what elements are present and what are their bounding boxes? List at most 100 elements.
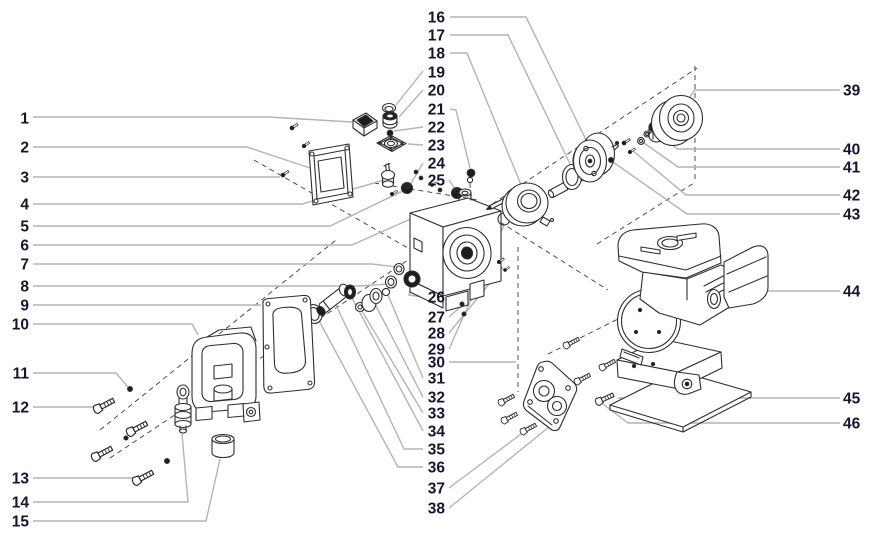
callout-label-42: 42 bbox=[843, 188, 860, 205]
callout-label-23: 23 bbox=[428, 138, 446, 155]
leader-line-38 bbox=[448, 426, 550, 509]
valve-cap bbox=[381, 102, 397, 114]
callout-label-40: 40 bbox=[843, 142, 860, 159]
leader-line-21 bbox=[449, 108, 471, 169]
leader-line-34 bbox=[350, 295, 424, 432]
dowel-pin-c bbox=[164, 458, 170, 464]
callout-label-29: 29 bbox=[428, 342, 446, 359]
callout-label-17: 17 bbox=[428, 28, 445, 45]
housing-pin-b bbox=[461, 311, 467, 317]
callout-label-36: 36 bbox=[428, 460, 446, 477]
callout-label-33: 33 bbox=[428, 406, 446, 423]
leader-line-1 bbox=[33, 116, 353, 123]
callout-label-41: 41 bbox=[843, 160, 861, 177]
ring-b bbox=[393, 262, 405, 276]
control-board-plate bbox=[308, 143, 354, 206]
muffler bbox=[723, 245, 769, 309]
callout-label-46: 46 bbox=[843, 416, 861, 433]
leader-line-39 bbox=[683, 89, 840, 105]
prime-valve-assembly bbox=[174, 384, 192, 434]
callout-label-24: 24 bbox=[428, 156, 446, 173]
leader-line-16 bbox=[450, 16, 590, 147]
callout-label-43: 43 bbox=[843, 207, 861, 224]
leader-line-14 bbox=[33, 433, 189, 503]
rocker-switch bbox=[352, 112, 378, 137]
parts-artwork bbox=[89, 94, 769, 488]
housing-pin-a bbox=[459, 301, 465, 307]
leader-line-7 bbox=[33, 263, 398, 268]
fuel-tank bbox=[617, 223, 722, 279]
leader-line-43 bbox=[612, 161, 840, 215]
axis-pump-plate bbox=[499, 221, 609, 291]
callout-label-39: 39 bbox=[843, 83, 861, 100]
callout-label-18: 18 bbox=[428, 46, 446, 63]
callout-label-11: 11 bbox=[13, 366, 30, 383]
callout-label-7: 7 bbox=[20, 257, 29, 274]
leader-line-33 bbox=[361, 310, 424, 414]
ring-a bbox=[384, 275, 398, 289]
callout-label-13: 13 bbox=[12, 471, 30, 488]
small-o-ring bbox=[381, 287, 391, 297]
valve-seat-plate bbox=[376, 134, 407, 153]
leader-line-20 bbox=[398, 89, 424, 118]
dowel-pin-b bbox=[123, 435, 129, 441]
callout-label-2: 2 bbox=[20, 140, 29, 157]
callout-label-28: 28 bbox=[428, 326, 446, 343]
clutch-screw-b bbox=[627, 147, 637, 155]
cylinder-bushing bbox=[211, 433, 235, 459]
engine-bracket bbox=[673, 371, 702, 395]
leader-line-17 bbox=[450, 34, 573, 169]
front-pump-housing bbox=[191, 326, 261, 423]
callout-label-19: 19 bbox=[428, 65, 446, 82]
axis-front-housing bbox=[99, 239, 337, 431]
clutch-washers bbox=[637, 130, 651, 145]
housing-screw-b bbox=[502, 265, 511, 273]
callout-label-4: 4 bbox=[20, 197, 29, 214]
pump-gear-housing bbox=[409, 188, 502, 312]
callout-label-5: 5 bbox=[20, 219, 29, 236]
callout-label-16: 16 bbox=[428, 10, 446, 27]
fitting-ball bbox=[437, 187, 443, 193]
bearing-plate bbox=[522, 360, 578, 432]
callout-label-8: 8 bbox=[20, 279, 29, 296]
callout-label-21: 21 bbox=[428, 102, 446, 119]
callout-labels: 1234567891011121314151617181920212223242… bbox=[12, 10, 861, 531]
clutch-screw-a bbox=[620, 137, 632, 147]
clutch-drum bbox=[650, 94, 704, 147]
housing-mount-screws bbox=[89, 395, 156, 488]
callout-label-27: 27 bbox=[428, 310, 445, 327]
pressure-transducer bbox=[380, 162, 396, 188]
callout-label-15: 15 bbox=[12, 514, 30, 531]
set-screw-b bbox=[418, 175, 424, 181]
leader-line-23 bbox=[407, 143, 424, 146]
callout-label-25: 25 bbox=[428, 173, 446, 190]
dowel-pin-a bbox=[127, 386, 133, 392]
fuel-cap bbox=[656, 235, 684, 251]
bolt-with-washer bbox=[466, 168, 476, 184]
leader-line-41 bbox=[643, 142, 840, 168]
leader-line-18 bbox=[450, 52, 525, 193]
board-screws bbox=[279, 122, 311, 179]
leader-line-31 bbox=[387, 294, 424, 379]
leader-line-32 bbox=[374, 303, 424, 398]
drive-pulley bbox=[572, 132, 616, 183]
callout-label-26: 26 bbox=[428, 290, 446, 307]
callout-label-10: 10 bbox=[12, 317, 29, 334]
leader-line-8 bbox=[33, 283, 389, 287]
leader-line-35 bbox=[334, 302, 423, 450]
callout-label-3: 3 bbox=[20, 170, 29, 187]
callout-label-1: 1 bbox=[20, 111, 29, 128]
axis-engine-clutch bbox=[596, 182, 695, 245]
callout-label-34: 34 bbox=[428, 424, 446, 441]
leader-line-2 bbox=[33, 146, 311, 169]
callout-label-45: 45 bbox=[843, 391, 861, 408]
leader-line-6 bbox=[33, 212, 425, 246]
callout-label-12: 12 bbox=[12, 400, 29, 417]
callout-label-20: 20 bbox=[428, 83, 445, 100]
leader-line-15 bbox=[33, 458, 221, 522]
cotter-pin bbox=[611, 140, 620, 151]
callout-label-37: 37 bbox=[428, 481, 445, 498]
callout-label-30: 30 bbox=[428, 355, 445, 372]
leader-lines bbox=[33, 16, 840, 522]
